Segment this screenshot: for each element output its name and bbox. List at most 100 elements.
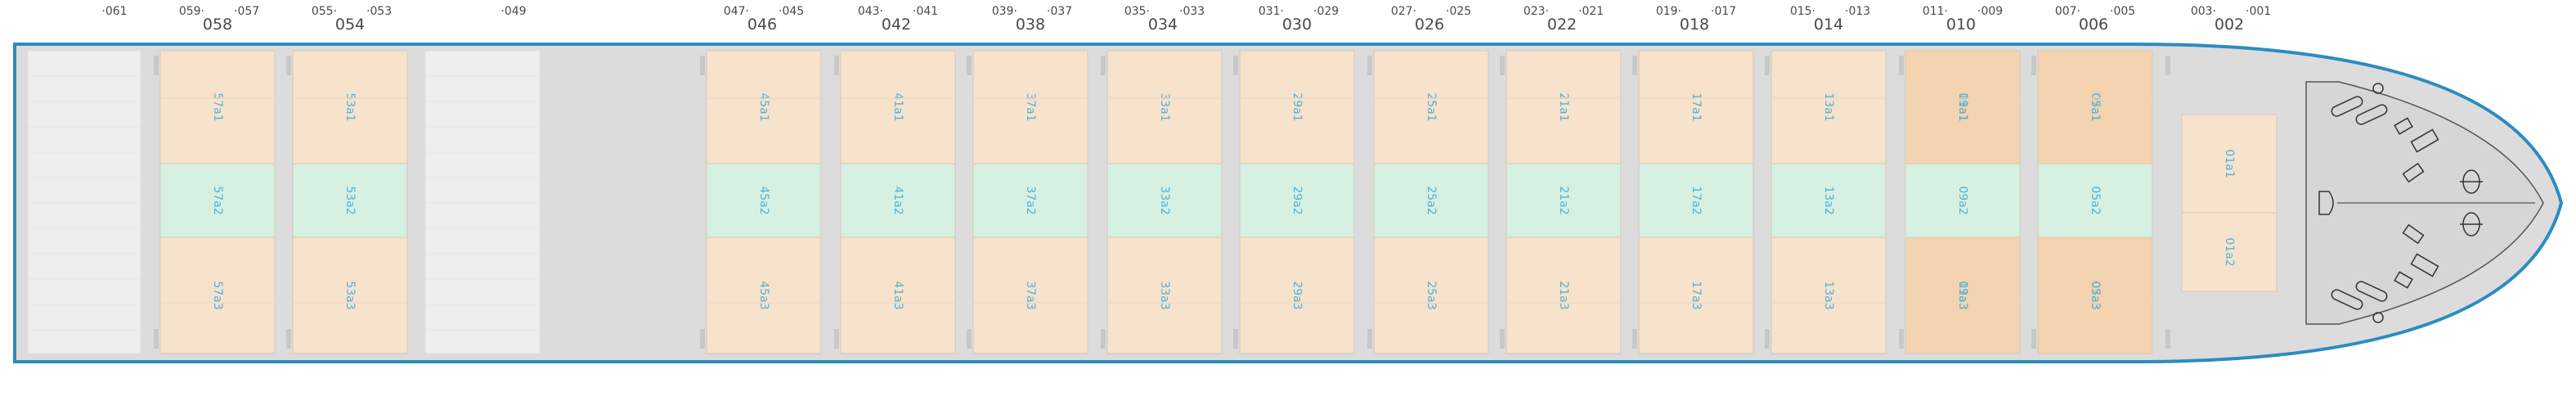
cargo-slot[interactable] [1905, 237, 2021, 354]
cargo-slot[interactable] [840, 163, 956, 238]
bay-number: 006 [2079, 16, 2108, 34]
cargo-slot[interactable] [159, 237, 276, 354]
slot-label: 41a1 [891, 92, 904, 121]
cargo-slot[interactable] [1239, 237, 1355, 354]
cargo-slot[interactable] [706, 163, 822, 238]
cargo-slot[interactable] [1770, 237, 1887, 354]
cargo-slot[interactable] [1506, 237, 1622, 354]
slot-label: 53a2 [343, 186, 357, 214]
slot-label: 37a2 [1024, 186, 1037, 214]
slot-label-overlap: 11a1 [1956, 92, 1969, 121]
cargo-slot[interactable] [1239, 163, 1355, 238]
cargo-slot[interactable] [292, 163, 408, 238]
slot-label: 01a1 [2223, 149, 2236, 178]
cargo-slot[interactable] [972, 50, 1088, 164]
bay-headers: ·061058059··057054055··053·049046047··04… [101, 5, 2271, 34]
bollard-icon [2331, 96, 2388, 310]
cargo-slot[interactable] [1373, 50, 1489, 164]
bay[interactable]: 37a1 37a2 37a3 [967, 50, 1088, 354]
slot-label: 25a1 [1425, 92, 1438, 121]
cargo-slot[interactable] [1905, 163, 2021, 238]
cargo-slot[interactable] [1638, 50, 1754, 164]
cargo-slot[interactable] [159, 50, 276, 164]
frame-post [2165, 56, 2170, 75]
cargo-slot[interactable] [1638, 237, 1754, 354]
slot-label: 17a2 [1690, 186, 1703, 214]
cargo-slot[interactable] [840, 50, 956, 164]
slot-label: 09a2 [1956, 186, 1969, 214]
slot-label: 37a3 [1024, 281, 1037, 309]
bay-number: 022 [1547, 16, 1577, 34]
bay-number: 054 [335, 16, 365, 34]
bay-sub-right: ·005 [2110, 5, 2135, 18]
bays: 57a157a257a353a153a253a345a145a245a341a1… [27, 50, 2278, 354]
cargo-slot[interactable] [1905, 50, 2021, 164]
cargo-slot[interactable] [1106, 163, 1223, 238]
empty-bay-area [27, 50, 141, 354]
cargo-slot[interactable] [972, 237, 1088, 354]
cargo-slot[interactable] [706, 50, 822, 164]
cargo-slot[interactable] [2037, 163, 2153, 238]
bay-sub-right: ·057 [234, 5, 259, 18]
cargo-slot[interactable] [1106, 237, 1223, 354]
frame-post [1101, 329, 1106, 349]
cargo-slot[interactable] [2181, 114, 2278, 214]
chock-icon [2394, 117, 2439, 289]
slot-label: 21a3 [1557, 281, 1570, 309]
frame-post [1101, 56, 1106, 75]
cargo-slot[interactable] [706, 237, 822, 354]
frame-post [967, 329, 972, 349]
bay-number: 010 [1946, 16, 1976, 34]
cargo-slot[interactable] [1770, 50, 1887, 164]
frame-post [1233, 329, 1238, 349]
cargo-slot[interactable] [1373, 237, 1489, 354]
slot-label: 25a2 [1425, 186, 1438, 214]
bay[interactable] [27, 50, 141, 354]
cargo-slot[interactable] [2037, 237, 2153, 354]
bay-number: 058 [203, 16, 232, 34]
cargo-slot[interactable] [1506, 163, 1622, 238]
bay-sub-left: 043· [858, 5, 883, 18]
slot-label: 33a2 [1158, 186, 1171, 214]
bay-sub-right: ·029 [1313, 5, 1339, 18]
cargo-slot[interactable] [1506, 50, 1622, 164]
cargo-slot[interactable] [1106, 50, 1223, 164]
bay-sub-left: 059· [179, 5, 204, 18]
slot-label: 05a1 [2089, 92, 2102, 121]
bay-sub-left: 039· [992, 5, 1017, 18]
cargo-slot[interactable] [840, 237, 956, 354]
cargo-slot[interactable] [159, 163, 276, 238]
frame-post [2031, 329, 2036, 349]
frame-post [286, 56, 291, 75]
bay-header: ·061 [101, 5, 127, 18]
slot-label: 13a2 [1822, 186, 1835, 214]
bay-sub-left: 011· [1923, 5, 1948, 18]
anchor-windlass-icon [2318, 191, 2334, 215]
cargo-slot[interactable] [2181, 212, 2278, 292]
cargo-slot[interactable] [1239, 50, 1355, 164]
bay-sub-right: ·061 [101, 5, 127, 18]
cargo-slot[interactable] [292, 237, 408, 354]
frame-post [1233, 56, 1238, 75]
cargo-slot[interactable] [292, 50, 408, 164]
bay[interactable] [424, 50, 541, 354]
slot-label: 13a1 [1822, 92, 1835, 121]
frame-post [1765, 56, 1770, 75]
cargo-slot[interactable] [972, 163, 1088, 238]
slot-label: 37a1 [1024, 92, 1037, 121]
